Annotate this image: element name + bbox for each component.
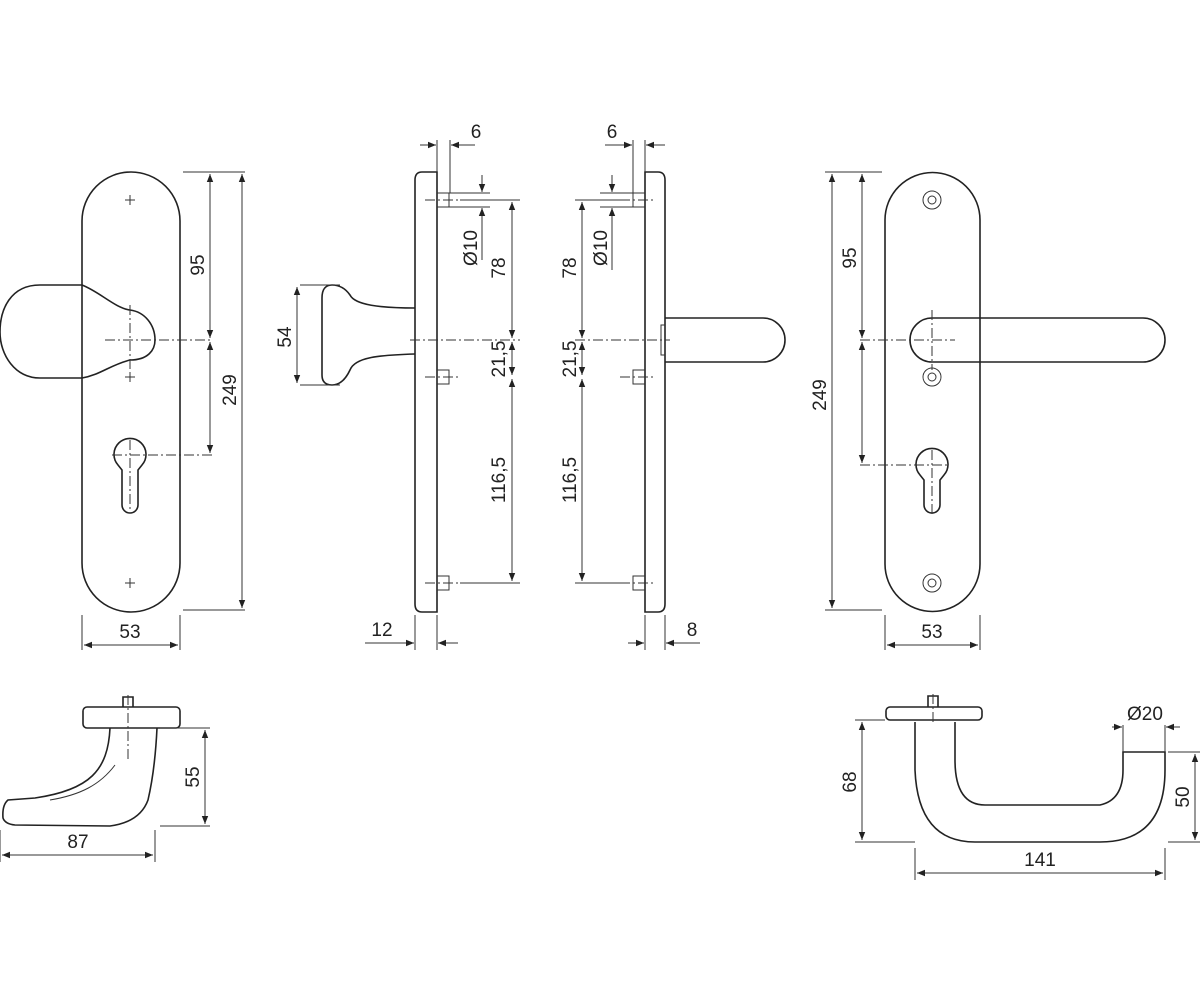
dim-78: 78 [560,257,581,278]
knob-lever-top-view: 55 87 [0,695,210,862]
dim-12: 12 [371,620,392,641]
dim-141: 141 [1024,850,1056,871]
front-knob-plate-view: 95 249 53 [0,171,246,650]
side-knob-view: 6 Ø10 78 21,5 116,5 54 12 [275,122,520,650]
lever-top-view: 68 Ø20 50 141 [840,694,1200,880]
dim-249: 249 [220,374,241,406]
dim-8: 8 [687,620,698,641]
dim-95: 95 [840,247,861,268]
front-lever-plate-view: 95 249 53 [810,171,1166,650]
dim-6: 6 [607,122,618,143]
dim-68: 68 [840,771,861,792]
dim-55: 55 [183,766,204,787]
dim-53: 53 [921,622,942,643]
dim-21-5: 21,5 [489,341,510,378]
dim-diameter-10: Ø10 [461,230,482,266]
dim-95: 95 [188,254,209,275]
dim-249: 249 [810,379,831,411]
dim-diameter-10: Ø10 [591,230,612,266]
dim-87: 87 [67,832,88,853]
dim-50: 50 [1173,786,1194,807]
dim-116-5: 116,5 [489,457,510,503]
dim-21-5: 21,5 [560,341,581,378]
dim-53: 53 [119,622,140,643]
dim-116-5: 116,5 [560,457,581,503]
dim-78: 78 [489,257,510,278]
dim-6: 6 [471,122,482,143]
dim-diameter-20: Ø20 [1127,704,1163,725]
side-lever-view: 6 Ø10 78 21,5 116,5 8 [560,122,786,650]
dim-54: 54 [275,326,296,348]
